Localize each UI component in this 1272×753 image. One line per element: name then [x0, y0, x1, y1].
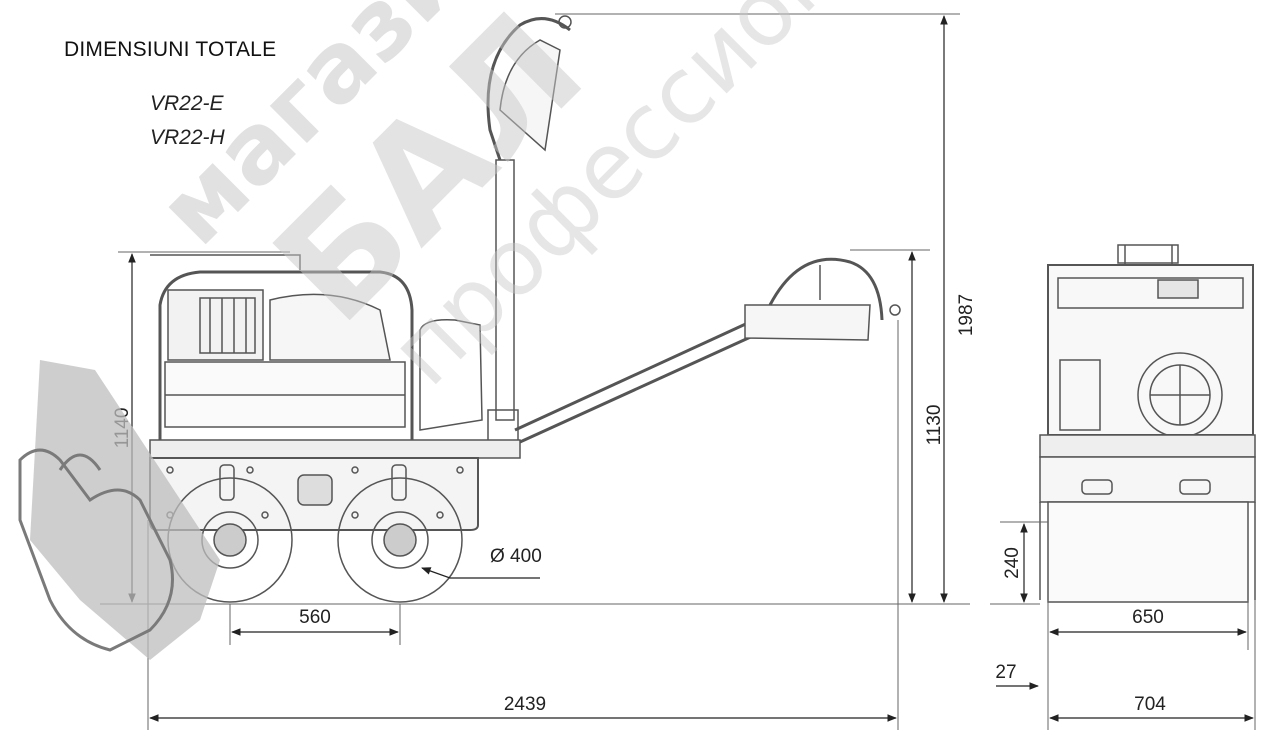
page-title: DIMENSIUNI TOTALE	[64, 38, 277, 61]
dim-drum-height: 240	[1002, 547, 1023, 579]
thumbs-up-icon	[18, 360, 220, 660]
roller-front-view	[1039, 244, 1256, 603]
dim-handle-height: 1130	[924, 405, 945, 446]
model-label-1: VR22-E	[150, 92, 224, 115]
model-label-2: VR22-H	[150, 126, 225, 149]
dim-total-length: 2439	[504, 694, 546, 715]
dim-total-height: 1987	[956, 294, 977, 336]
dim-drum-diameter: Ø 400	[490, 546, 542, 567]
dim-drum-width: 650	[1132, 607, 1164, 628]
dim-wheelbase: 560	[299, 607, 331, 628]
dim-total-width: 704	[1134, 694, 1166, 715]
roller-side-view	[149, 15, 901, 603]
dim-side-offset: 27	[995, 662, 1016, 683]
